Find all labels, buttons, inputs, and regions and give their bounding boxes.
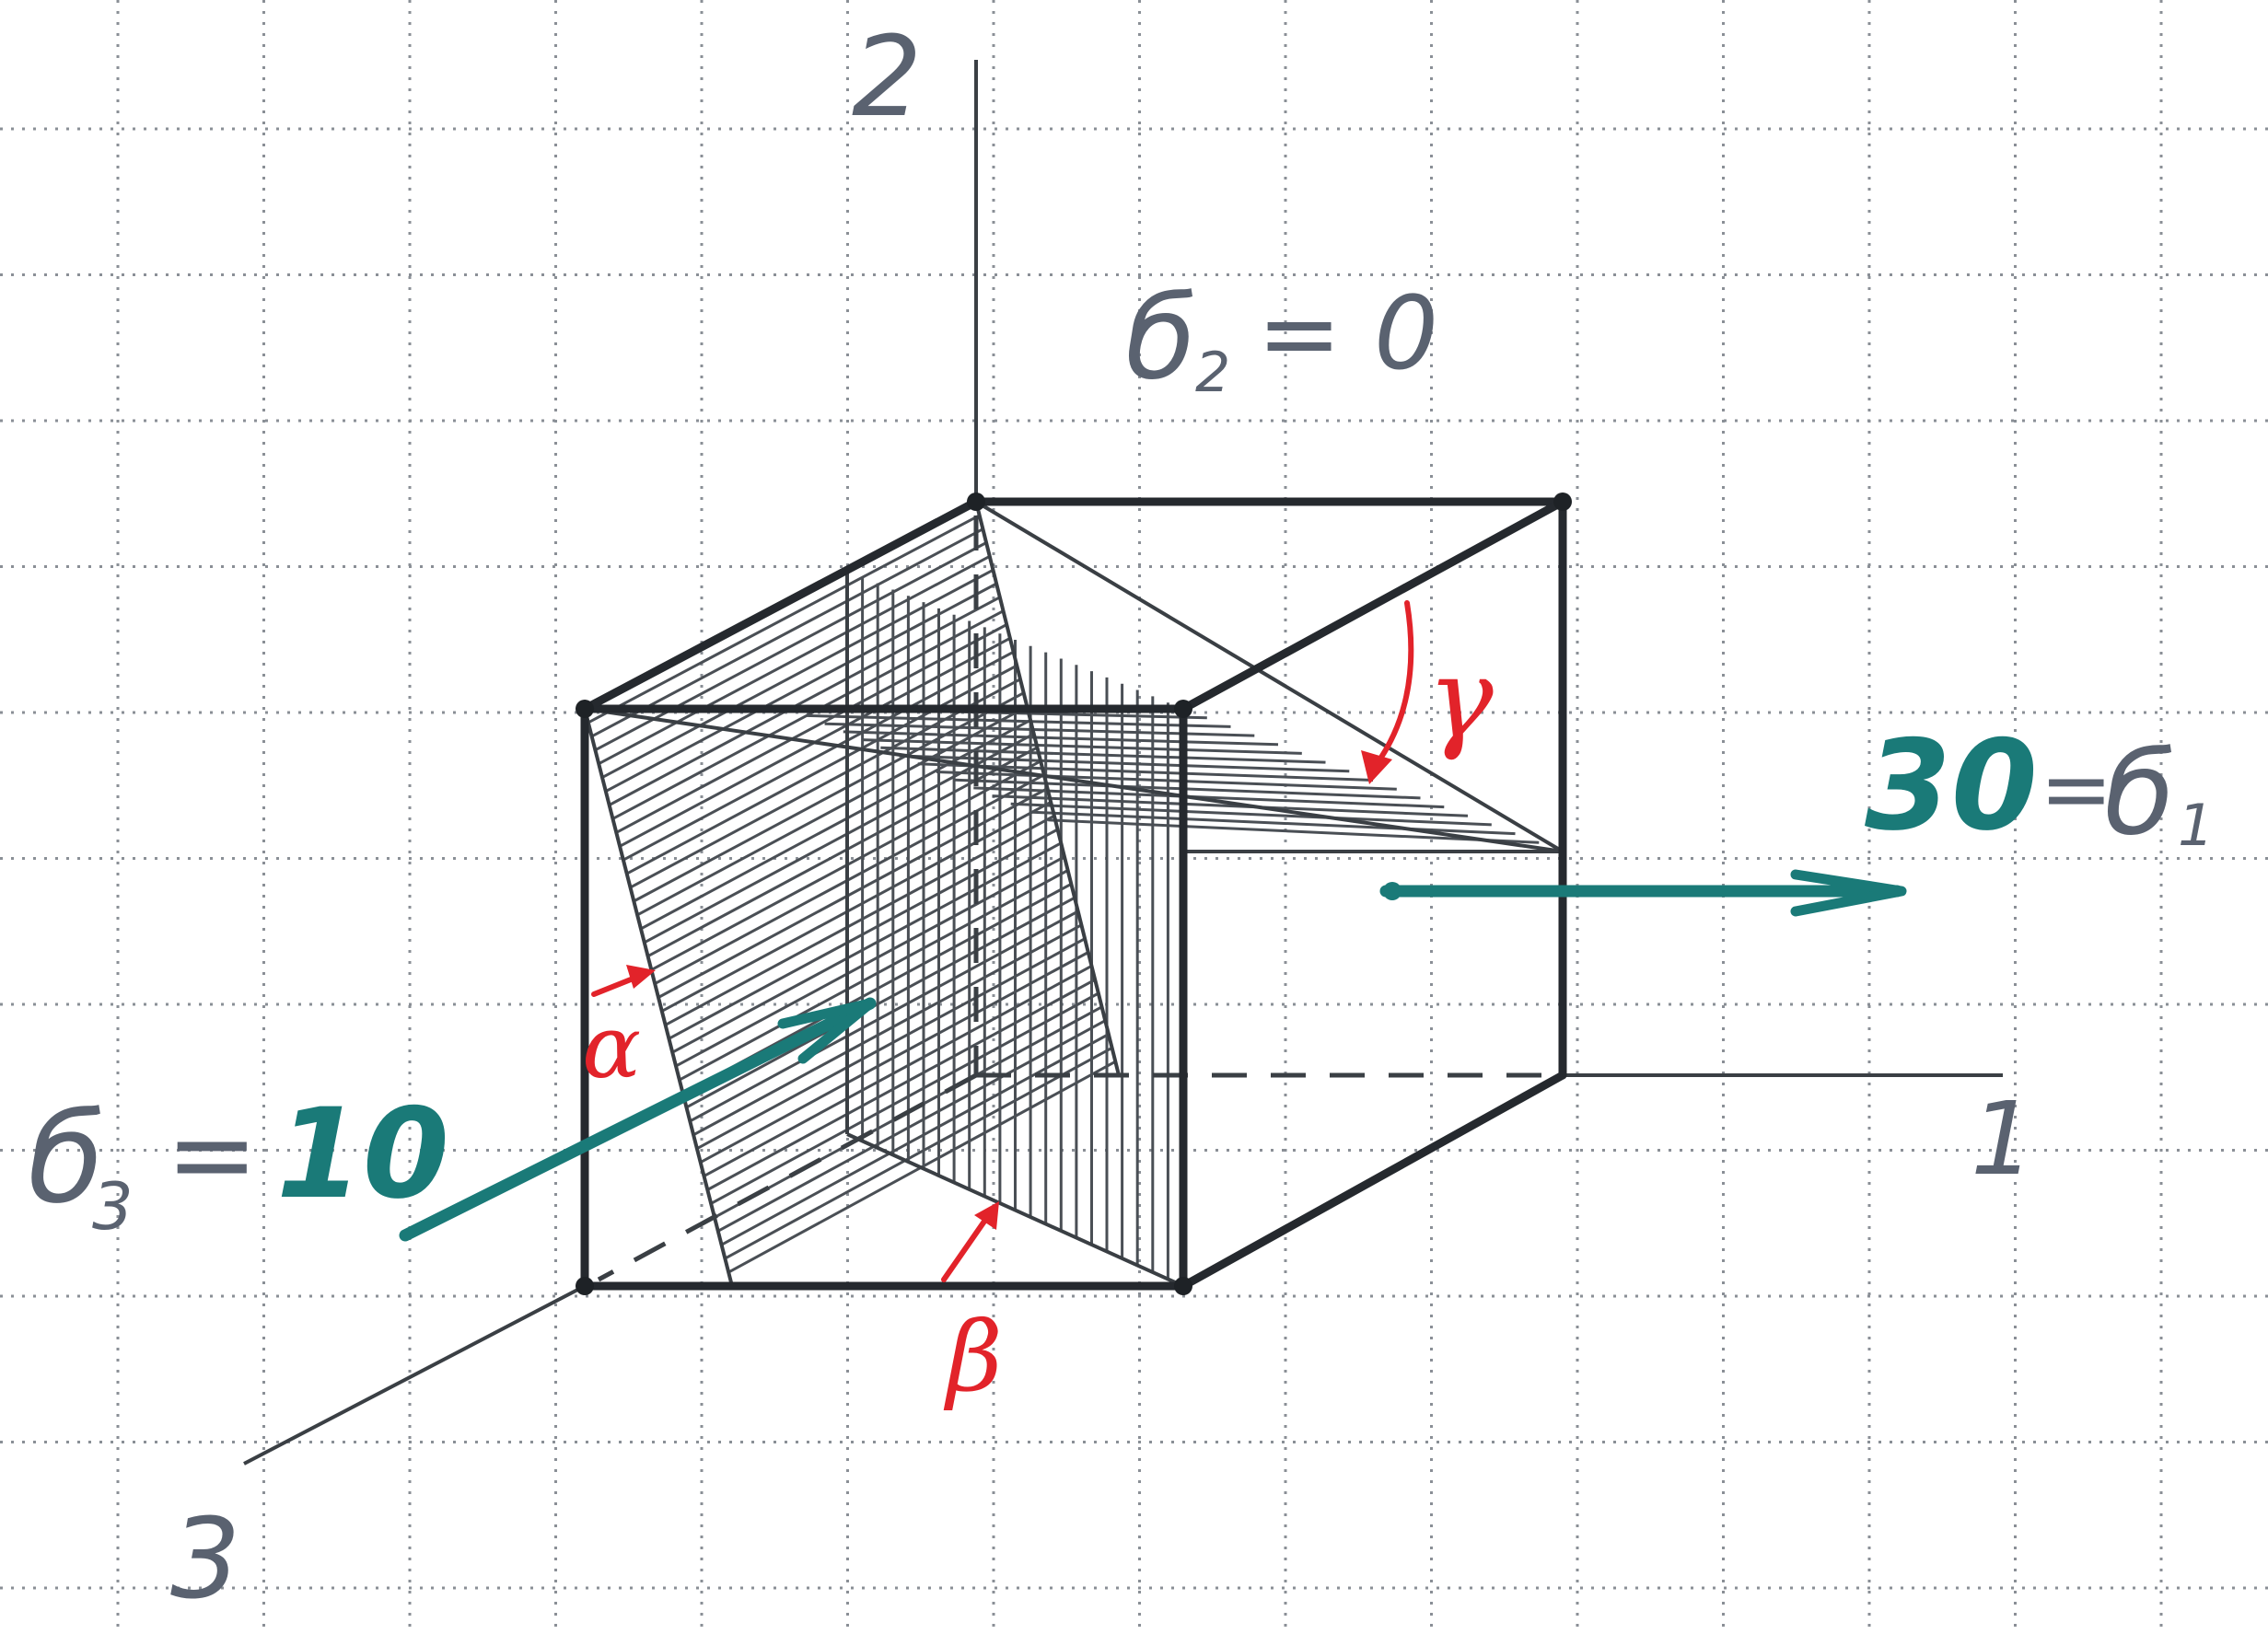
inclined-plane-hatching xyxy=(587,514,1540,1280)
beta-label: β xyxy=(943,1301,1003,1413)
axis-3-label: 3 xyxy=(170,1496,240,1624)
sigma-3-equals: = xyxy=(166,1091,259,1219)
gamma-label: γ xyxy=(1427,635,1494,763)
hatch-line-alpha xyxy=(601,568,994,779)
hatch-line-gamma xyxy=(992,794,1469,817)
axis-2-label: 2 xyxy=(852,14,922,142)
hatch-line-alpha xyxy=(675,855,1065,1068)
sigma-3-arrowhead xyxy=(777,998,876,1064)
hatch-line-gamma xyxy=(955,778,1421,800)
cube-bottom-right-edge xyxy=(1179,1071,1567,1291)
inclined-plane-outlines xyxy=(583,500,1564,1288)
sigma-2-label: б 2 = 0 xyxy=(1125,272,1438,405)
sigma-3-arrow xyxy=(399,997,877,1242)
plane-gamma-edge xyxy=(584,707,1564,853)
hatch-line-alpha xyxy=(710,991,1099,1205)
hatch-line-alpha xyxy=(679,869,1069,1082)
hatch-line-alpha xyxy=(608,596,1001,806)
plane-gamma-back-edge xyxy=(974,500,1564,853)
hatch-line-gamma xyxy=(973,786,1445,809)
axis-1-label: 1 xyxy=(1971,1080,2035,1198)
sigma-2-symbol: б xyxy=(1125,272,1196,405)
cube-front-face xyxy=(580,704,1188,1291)
hatch-line-alpha xyxy=(664,814,1055,1026)
beta-arrow xyxy=(941,1211,993,1282)
hatch-line-alpha xyxy=(717,1019,1106,1233)
plane-beta-bottom-edge xyxy=(846,1132,1184,1288)
hatch-line-alpha xyxy=(692,923,1083,1137)
vertex-dot xyxy=(1553,493,1572,511)
hatch-line-alpha xyxy=(590,527,984,738)
gamma-arrowhead xyxy=(1361,750,1392,784)
coordinate-axes xyxy=(243,60,2003,1466)
hatch-line-alpha xyxy=(640,718,1031,931)
hatch-line-gamma xyxy=(917,762,1374,782)
hatch-line-gamma xyxy=(806,713,1231,728)
sigma-1-arrowhead xyxy=(1790,869,1907,917)
hatch-line-gamma xyxy=(1010,802,1492,827)
hatch-line-gamma xyxy=(1029,810,1516,836)
hatch-line-alpha xyxy=(587,514,981,724)
hatch-line-gamma xyxy=(862,738,1302,755)
hatch-line-alpha xyxy=(605,582,997,793)
hatch-line-alpha xyxy=(646,746,1039,958)
hatch-line-alpha xyxy=(685,896,1076,1109)
hatch-line-alpha xyxy=(671,841,1063,1054)
sigma-3-symbol: б xyxy=(28,1086,104,1231)
axis-3-line xyxy=(243,1284,586,1466)
plane-alpha-edge xyxy=(583,708,734,1287)
hatch-line-alpha xyxy=(720,1033,1110,1246)
sigma-3-subscript: 3 xyxy=(92,1169,134,1245)
sigma-3-value: 10 xyxy=(276,1082,449,1226)
vertex-dot xyxy=(1174,1277,1192,1295)
hatch-line-gamma xyxy=(843,730,1279,747)
vertex-dot xyxy=(967,493,985,511)
hatch-line-gamma xyxy=(936,771,1397,791)
sigma-3-label: б 3 = 10 xyxy=(28,1082,449,1245)
hatch-line-alpha xyxy=(625,664,1018,875)
hatch-line-alpha xyxy=(654,773,1045,985)
hatch-line-gamma xyxy=(880,746,1326,764)
sigma-2-value: = 0 xyxy=(1257,274,1438,392)
hatch-line-alpha xyxy=(689,910,1079,1123)
hidden-cube-edges xyxy=(597,516,1563,1282)
hatch-line-alpha xyxy=(594,541,987,752)
cube-top-right-edge xyxy=(1179,497,1567,713)
sigma-1-arrow-tail xyxy=(1383,882,1402,900)
sigma-1-value: 30 xyxy=(1865,713,2038,858)
hatch-line-alpha xyxy=(636,705,1029,917)
cube-outline xyxy=(576,493,1572,1295)
plane-alpha-far-edge xyxy=(974,501,1121,1076)
angle-markers xyxy=(591,600,1414,1282)
hatch-line-alpha xyxy=(724,1046,1113,1260)
vertex-dot xyxy=(576,700,594,718)
alpha-label: α xyxy=(582,997,641,1098)
hatch-line-alpha xyxy=(657,787,1049,999)
vertex-dot xyxy=(1174,700,1192,718)
hatch-line-alpha xyxy=(696,937,1086,1151)
hatch-line-alpha xyxy=(703,964,1093,1177)
stress-arrows xyxy=(399,869,1907,1242)
sigma-1-label: 30 = б 1 xyxy=(1865,713,2214,861)
gamma-arrow xyxy=(1374,600,1414,767)
cube-top-left-edge xyxy=(580,497,981,713)
beta-arrowhead xyxy=(974,1201,999,1230)
hidden-edge-depth xyxy=(597,1072,978,1282)
sigma-1-symbol: б xyxy=(2104,727,2175,861)
alpha-arrowhead xyxy=(626,965,656,989)
hatch-line-alpha xyxy=(598,554,991,766)
sigma-1-subscript: 1 xyxy=(2178,792,2214,859)
sigma-1-equals: = xyxy=(2040,739,2113,840)
hatch-line-alpha xyxy=(622,650,1015,862)
vertex-dot xyxy=(576,1277,594,1295)
sigma-2-subscript: 2 xyxy=(1195,341,1230,405)
labels: 2 1 3 б 2 = 0 30 = б 1 б 3 = 10 α β γ xyxy=(28,14,2214,1624)
hatch-line-alpha xyxy=(615,623,1007,834)
hatch-line-gamma xyxy=(1048,818,1540,844)
